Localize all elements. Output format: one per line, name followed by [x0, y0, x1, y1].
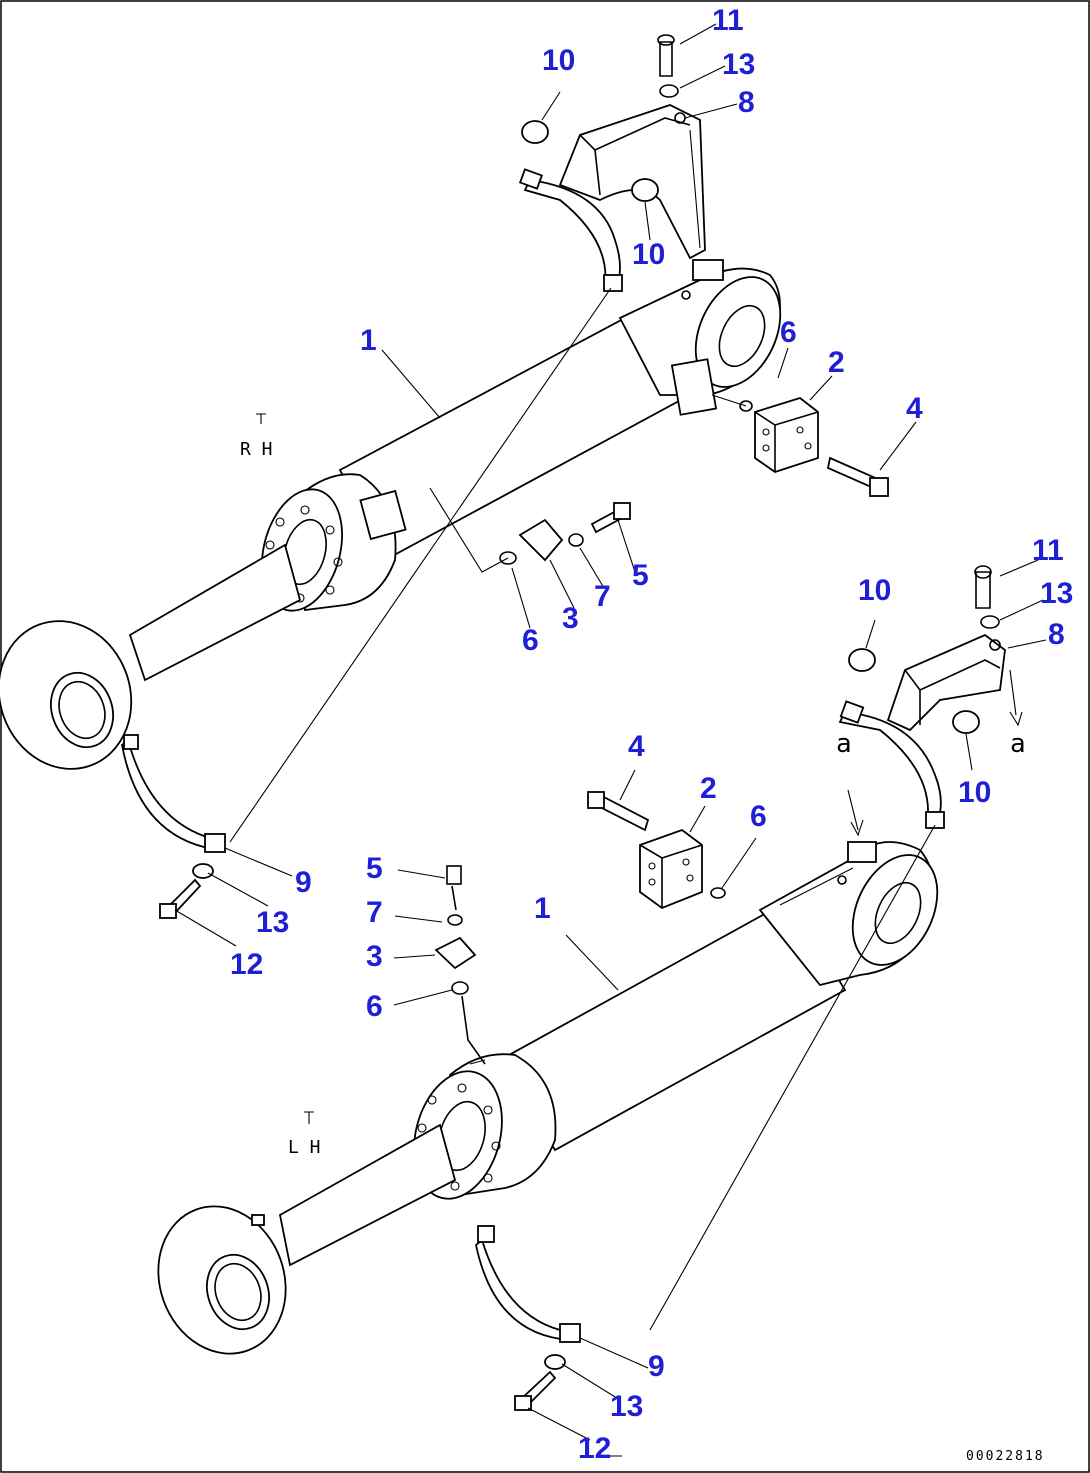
lh-upper-clamp: [838, 565, 1006, 829]
rh-callout-6-bottom: 6: [522, 624, 539, 657]
rh-callout-11: 11: [712, 4, 744, 37]
lh-callout-13: 13: [1040, 577, 1073, 610]
lh-callout-2: 2: [700, 772, 717, 805]
left-hand-mark-icon: [304, 1111, 314, 1124]
left-hand-label: L H: [288, 1137, 321, 1158]
view-mark-a-upper: a: [1010, 729, 1026, 759]
rh-leaders: [174, 23, 917, 947]
lh-callout-13-bottom: 13: [610, 1390, 643, 1423]
lh-callout-1: 1: [534, 892, 551, 925]
lh-assembly: [157, 559, 1047, 1457]
right-hand-mark-icon: [256, 413, 266, 424]
rh-callout-4: 4: [906, 392, 923, 425]
lh-callout-7: 7: [366, 896, 383, 929]
lh-callout-6-top: 6: [750, 800, 767, 833]
rh-callout-7: 7: [594, 580, 611, 613]
lh-callouts: 11 13 10 8 10 4 2 6 5 7 3 6 1 9 13 12: [366, 534, 1073, 1465]
rh-assembly: [0, 23, 917, 947]
rh-cylinder: [0, 259, 782, 770]
lh-callout-6-bottom: 6: [366, 990, 383, 1023]
rh-callout-8: 8: [738, 86, 755, 119]
rh-callout-5: 5: [632, 559, 649, 592]
lh-cylinder: [157, 841, 939, 1355]
rh-callout-3: 3: [562, 602, 579, 635]
lh-callout-5: 5: [366, 852, 383, 885]
right-hand-label: R H: [240, 439, 273, 460]
rh-callout-10-mid: 10: [632, 238, 665, 271]
rh-upper-clamp: [518, 34, 706, 292]
rh-callout-12: 12: [230, 948, 263, 981]
lh-callout-12: 12: [578, 1432, 611, 1465]
rh-callout-6-top: 6: [780, 316, 797, 349]
document-id: 00022818: [966, 1449, 1045, 1464]
rh-lower-clamp: [121, 734, 226, 919]
rh-callout-2: 2: [828, 346, 845, 379]
rh-callouts: 11 13 10 8 10 1 6 2 4 5 7 3 6 9 13 12: [230, 4, 923, 981]
lh-callout-8: 8: [1048, 618, 1065, 651]
lh-valve-parts: [434, 791, 726, 1065]
rh-valve-parts: [499, 397, 889, 565]
lh-callout-3: 3: [366, 940, 383, 973]
lh-lower-clamp: [475, 1225, 581, 1411]
lh-callout-9: 9: [648, 1350, 665, 1383]
view-mark-a-lower: a: [836, 729, 852, 759]
rh-callout-9: 9: [295, 866, 312, 899]
rh-callout-13: 13: [722, 48, 755, 81]
rh-callout-1: 1: [360, 324, 377, 357]
lh-callout-11: 11: [1032, 534, 1064, 567]
lh-callout-10-bottom: 10: [958, 776, 991, 809]
lh-callout-4: 4: [628, 730, 645, 763]
rh-callout-13-bottom: 13: [256, 906, 289, 939]
lh-callout-10-top: 10: [858, 574, 891, 607]
lh-leaders: [393, 559, 1047, 1457]
rh-callout-10-top: 10: [542, 44, 575, 77]
